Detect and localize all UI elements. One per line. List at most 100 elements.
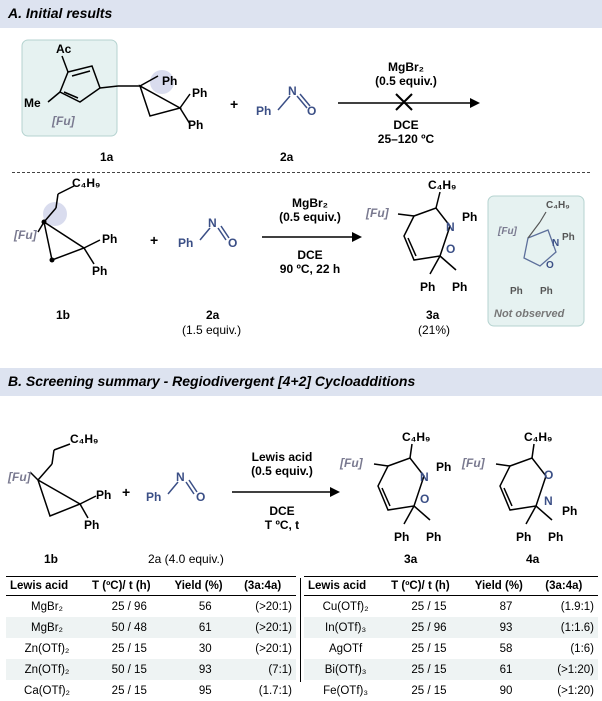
lewis-acid-cell: AgOTf [328,642,363,655]
ph-label-1b-a: Ph [102,232,118,246]
temp-scheme-b: T ºC, t [264,518,300,532]
section-a-banner: A. Initial results [0,0,602,28]
condition-cell: 25 / 15 [411,684,447,697]
header-temp-time: T (ºC)/ t (h) [387,576,471,596]
c4h9-label-3a-top: C₄H₉ [428,178,457,192]
ph-label-1b-scheme-b: Ph [84,518,100,532]
ratio-cell: (1.7:1) [258,684,292,697]
header-ratio: (3a:4a) [240,576,296,596]
yield-3a-top: (21%) [418,323,451,337]
conditions-row2-top: MgBr₂ (0.5 equiv.) [264,196,356,224]
o-label-4a: O [544,468,554,482]
table-row: Bi(OTf)₃ 25 / 15 61 (>1:20) [304,659,598,680]
plus-sign-row2: + [150,232,159,248]
ratio-cell: (>20:1) [240,617,296,638]
lewis-acid-cell: Bi(OTf)₃ [304,659,388,680]
highlight-circle-1a [150,70,174,94]
lewis-acid-cell: Zn(OTf)₂ [24,642,70,655]
condition-cell: 25 / 96 [111,600,147,613]
table-row: Zn(OTf)₂ 50 / 15 93 (7:1) [6,659,296,680]
nitroso-n-row1: N [288,84,297,98]
ratio-cell: (>1:20) [557,684,594,697]
ph-n-label-not-observed: Ph [562,232,575,243]
ph-n-label-4a: Ph [562,504,578,518]
ph-label-4a-a: Ph [516,530,532,544]
reagent-row1: MgBr₂ [388,60,424,74]
furan-ring-1a [59,65,101,103]
not-observed-box [487,195,585,327]
nitroso-o-row2: O [228,236,238,250]
ph-label-1b-scheme-a: Ph [96,488,112,502]
c4h9-label-not-observed: C₄H₉ [546,200,570,211]
table-row: MgBr₂ 50 / 48 61 (>20:1) [6,617,296,638]
conditions-row1-bottom: DCE 25–120 ºC [360,118,452,146]
yield-cell: 58 [499,642,513,655]
condition-cell: 25 / 15 [387,659,471,680]
table-divider [300,578,301,682]
conditions-row1-top: MgBr₂ (0.5 equiv.) [360,60,452,88]
n-label-4a: N [544,494,553,508]
not-observed-caption: Not observed [494,308,565,320]
fu-label-1a: [Fu] [52,114,75,128]
ph-label-3a-top-a: Ph [420,280,436,294]
condition-cell: 25 / 15 [111,642,147,655]
reaction-schemes [21,39,585,525]
ph-n-label-3a: Ph [436,460,452,474]
fu-label-1b: [Fu] [14,228,37,242]
lewis-acid-cell: In(OTf)₃ [304,617,388,638]
section-a-title: A. Initial results [8,5,113,21]
table-row: MgBr₂ 25 / 96 56 (>20:1) [6,596,296,618]
lewis-acid-cell: Fe(OTf)₃ [323,684,369,697]
ph-label-not-observed-a: Ph [510,286,523,297]
ph-label-1b-b: Ph [92,264,108,278]
ratio-cell: (1:6) [570,642,594,655]
temp-row2: 90 ºC, 22 h [279,262,341,276]
nitroso-ph-scheme-b: Ph [146,490,162,504]
ph-label-1a-a: Ph [162,74,178,88]
fu-label-4a: [Fu] [462,456,485,470]
compound-1b-label-scheme: 1b [44,552,59,566]
table-row: AgOTf 25 / 15 58 (1:6) [304,638,598,659]
conditions-scheme-b-top: Lewis acid (0.5 equiv.) [236,450,328,478]
compound-2a-label-scheme: 2a (4.0 equiv.) [148,552,224,566]
temp-row1: 25–120 ºC [377,132,435,146]
fu-label-1b-scheme: [Fu] [8,470,31,484]
fu-label-3a: [Fu] [340,456,363,470]
conditions-scheme-b-bottom: DCE T ºC, t [236,504,328,532]
n-label-3a-top: N [446,220,455,234]
ph-label-1a-c: Ph [188,118,204,132]
methyl-label: Me [24,96,41,110]
compound-3a-label: 3a [404,552,418,566]
condition-cell: 50 / 48 [88,617,171,638]
header-yield: Yield (%) [470,576,542,596]
reagent-scheme-b: Lewis acid [251,450,313,464]
yield-cell: 90 [499,684,513,697]
nitroso-n-row2: N [208,216,217,230]
c4h9-label-1b-scheme: C₄H₉ [70,432,99,446]
cyclopropane-1b [42,220,86,262]
condition-cell: 25 / 15 [111,684,147,697]
ph-label-3a-top-b: Ph [452,280,468,294]
plus-sign-scheme-b: + [122,484,131,500]
ratio-cell: (>1:20) [541,659,598,680]
c4h9-label-1b: C₄H₉ [72,176,101,190]
c4h9-label-3a: C₄H₉ [402,430,431,444]
ph-label-3a-a: Ph [394,530,410,544]
yield-cell: 93 [170,659,241,680]
ratio-cell: (>20:1) [255,642,292,655]
header-lewis-acid: Lewis acid [304,576,388,596]
solvent-scheme-b: DCE [269,504,295,518]
nitroso-o-row1: O [307,104,317,118]
table-row: Fe(OTf)₃ 25 / 15 90 (>1:20) [304,680,598,701]
compound-2a-label-row1: 2a [280,150,294,164]
n-label-not-observed: N [552,238,560,249]
dashed-divider [12,172,590,173]
header-ratio: (3a:4a) [541,576,598,596]
nitroso-n-scheme-b: N [176,470,185,484]
yield-cell: 87 [499,600,513,613]
fu-label-not-observed: [Fu] [498,226,517,237]
header-lewis-acid: Lewis acid [6,576,89,596]
plus-sign-row1: + [230,96,239,112]
n-label-3a: N [420,470,429,484]
equiv-row2: (0.5 equiv.) [279,210,341,224]
